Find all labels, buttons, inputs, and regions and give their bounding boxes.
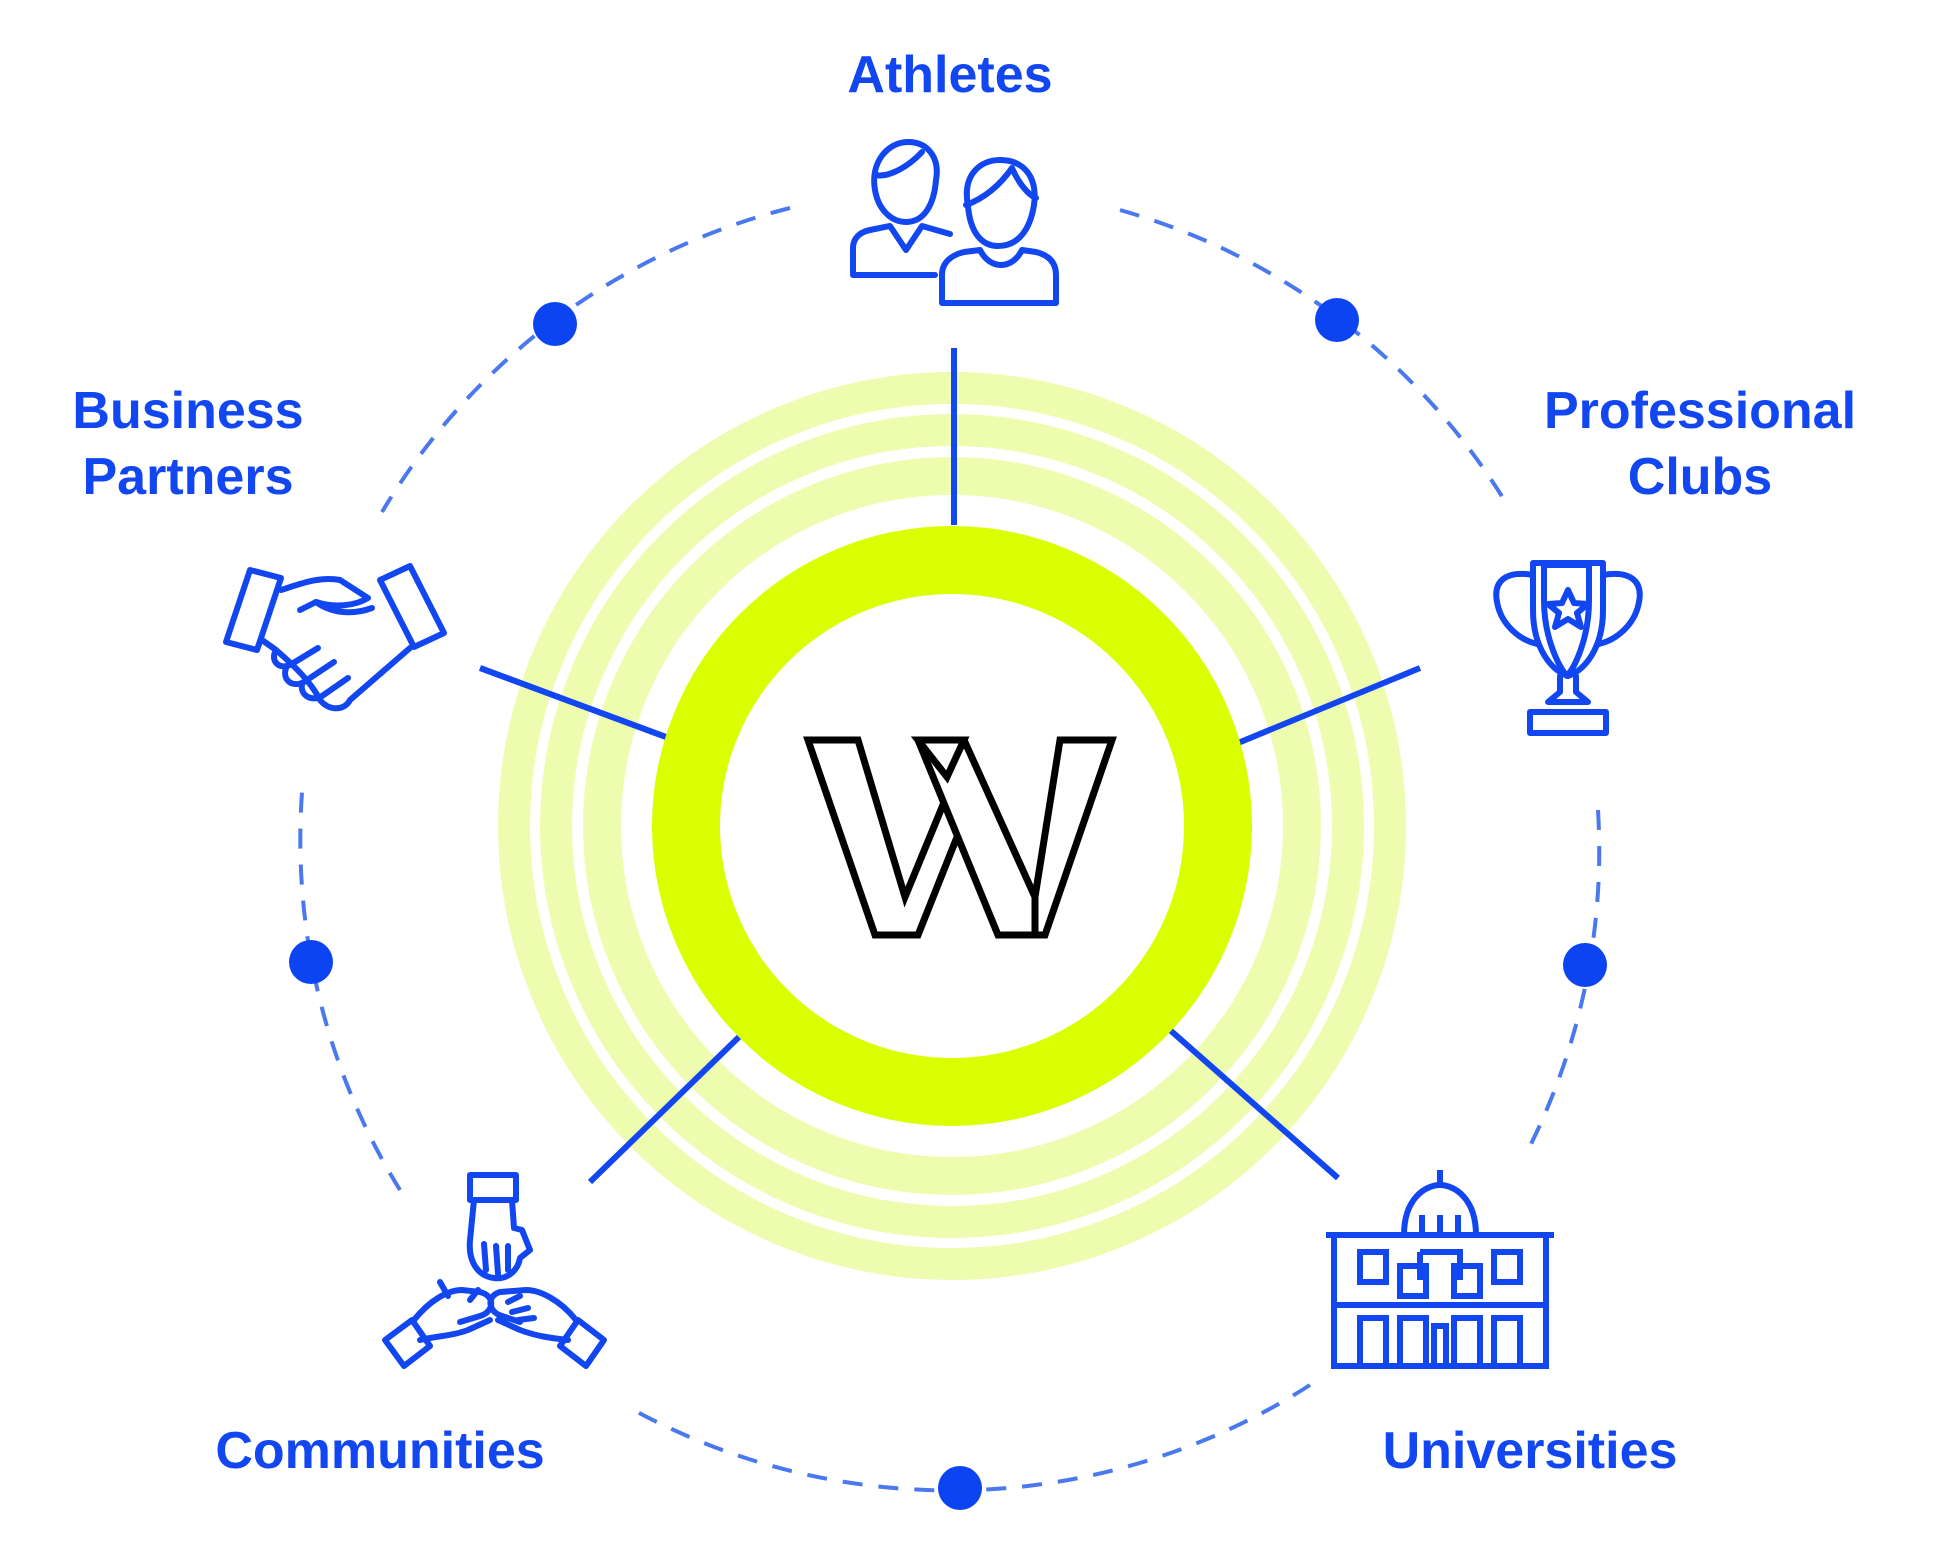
university-dome-pillars [1419,1215,1461,1235]
orbit-dots [289,298,1607,1510]
spoke-professional-clubs [1236,665,1422,746]
label-business-partners: Business Partners [38,378,338,510]
orbit-dot-bottom [938,1466,982,1510]
label-communities: Communities [180,1418,580,1484]
trophy-stem [1545,673,1591,705]
handshake-top-hand [278,576,371,613]
label-business-partners-line-2: Partners [82,448,294,506]
hands-right-hand [487,1287,579,1343]
university-window-7 [1451,1315,1483,1369]
orbit-arc-left [298,779,402,1192]
trophy-handle-left [1493,570,1540,647]
label-universities-line-1: Universities [1382,1422,1678,1480]
person-left-hair [872,149,925,179]
handshake-finger-1 [270,645,321,670]
spoke-business-partners [478,665,668,740]
label-communities-line-1: Communities [215,1422,545,1480]
hands-left-hand [411,1287,495,1343]
w-logo-right-stroke [1031,736,1117,939]
label-professional-clubs-line-1: Professional [1543,382,1857,440]
hands-top-hand [466,1197,533,1282]
spoke-communities [587,1033,743,1185]
person-right-body [939,247,1059,306]
hands-cuff-left [382,1317,433,1369]
trophy-base [1527,709,1609,736]
hands-top-fingers [481,1241,511,1277]
trophy-icon [1493,560,1643,736]
university-window-3 [1451,1263,1483,1299]
university-window-1 [1357,1249,1389,1285]
handshake-icon [223,563,447,712]
spoke-universities [1168,1027,1340,1181]
person-left-head [871,139,940,225]
handshake-cuff-right [377,563,447,650]
university-walls [1331,1235,1549,1369]
orbit-dot-right [1563,943,1607,987]
trophy-star [1545,587,1591,630]
orbit-dot-top-left [533,302,577,346]
connector-spokes [478,348,1422,1185]
label-athletes: Athletes [780,42,1120,108]
university-window-5 [1357,1315,1389,1369]
label-professional-clubs: Professional Clubs [1520,378,1880,510]
w-logo-join [910,736,970,784]
university-window-2 [1397,1263,1429,1299]
trophy-bowl [1530,560,1606,679]
orbit-dot-left [289,940,333,984]
person-right-head [963,157,1038,249]
university-window-6 [1397,1315,1429,1369]
university-door [1431,1323,1449,1366]
hands-cuff-top [467,1172,519,1203]
hands-right-fingers [505,1293,537,1323]
stacked-hands-icon [382,1172,607,1369]
w-logo-icon [803,736,1117,939]
two-people-icon [850,139,1059,306]
person-left-body [850,223,953,276]
handshake-cuff-left [223,567,284,653]
label-athletes-line-1: Athletes [847,46,1053,104]
university-window-4 [1491,1249,1523,1285]
handshake-thumb [313,599,375,616]
university-balcony [1417,1249,1463,1280]
hands-cuff-right [557,1317,607,1369]
university-building-icon [1326,1170,1554,1369]
person-right-hair [963,165,1039,208]
university-window-8 [1491,1315,1523,1369]
handshake-finger-3 [298,675,351,702]
label-universities: Universities [1340,1418,1720,1484]
label-professional-clubs-line-2: Clubs [1627,448,1773,506]
trophy-handle-right [1596,570,1643,647]
label-business-partners-line-1: Business [72,382,304,440]
hands-left-fingers [437,1279,481,1303]
orbit-arc-right [1526,809,1602,1151]
orbit-dot-top-right [1315,298,1359,342]
